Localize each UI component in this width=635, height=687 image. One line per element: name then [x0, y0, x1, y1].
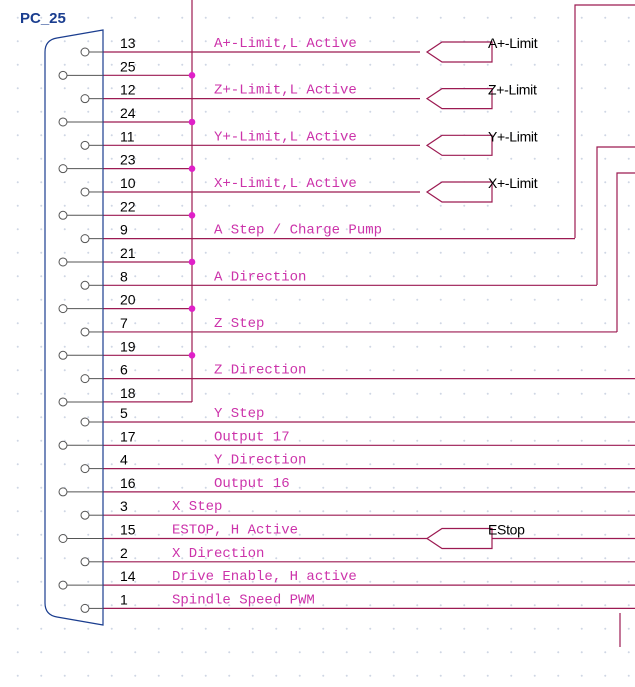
pin-circle [58, 350, 68, 360]
signal-name: Z Direction [214, 363, 306, 379]
pin-circle [80, 234, 90, 244]
pin-number: 5 [120, 405, 128, 421]
pin-circle [58, 580, 68, 590]
pin-number: 1 [120, 591, 128, 607]
signal-name: ESTOP, H Active [172, 523, 298, 539]
net-trunk-a-step [574, 4, 635, 238]
pin-circle [80, 280, 90, 290]
signal-name: X Step [172, 499, 222, 515]
pin-circle [80, 94, 90, 104]
signal-name: Spindle Speed PWM [172, 592, 315, 608]
pin-circle [80, 464, 90, 474]
signal-name: Z Step [214, 316, 264, 332]
offpage-connector [425, 181, 493, 203]
pin-number: 12 [120, 82, 136, 98]
signal-name: Y Direction [214, 453, 306, 469]
net-trunk-a-direction [596, 146, 635, 285]
pin-circle [80, 47, 90, 57]
signal-name: Drive Enable, H active [172, 569, 357, 585]
junction-dot [188, 258, 196, 266]
pin-circle [80, 187, 90, 197]
pin-circle [80, 327, 90, 337]
signal-name: Output 17 [214, 429, 290, 445]
offpage-connector [425, 88, 493, 110]
pin-number: 17 [120, 428, 136, 444]
pin-circle [58, 117, 68, 127]
pin-number: 16 [120, 475, 136, 491]
signal-name: Output 16 [214, 476, 290, 492]
pin-number: 19 [120, 338, 136, 354]
pin-circle [58, 210, 68, 220]
signal-name: Z+-Limit,L Active [214, 83, 357, 99]
offpage-connector [425, 41, 493, 63]
pin-number: 25 [120, 58, 136, 74]
signal-name: A Direction [214, 269, 306, 285]
pin-circle [80, 374, 90, 384]
pin-number: 22 [120, 198, 136, 214]
offpage-connector [425, 134, 493, 156]
pin-circle [58, 440, 68, 450]
pin-number: 3 [120, 498, 128, 514]
junction-dot [188, 212, 196, 219]
offpage-label: Z+-Limit [488, 82, 537, 98]
pin-number: 21 [120, 245, 136, 261]
offpage-connector [425, 527, 493, 550]
connector-body [44, 29, 493, 626]
signal-name: X Direction [172, 546, 264, 562]
offpage-label: A+-Limit [488, 35, 538, 51]
signal-name: A Step / Charge Pump [214, 223, 382, 239]
pin-number: 15 [120, 522, 136, 538]
pin-number: 2 [120, 545, 128, 561]
pin-circle [58, 257, 68, 267]
pin-number: 14 [120, 568, 136, 584]
pin-number: 7 [120, 315, 128, 331]
pin-number: 10 [120, 175, 136, 191]
offpage-label: X+-Limit [488, 175, 538, 191]
pin-circle [58, 70, 68, 80]
pin-circle [58, 397, 68, 407]
pin-circle [58, 534, 68, 543]
wires [103, 0, 635, 647]
pin-circle [80, 557, 90, 567]
pin-number: 4 [120, 452, 128, 468]
pin-number: 24 [120, 105, 136, 121]
junction-dot [188, 165, 196, 172]
pin-number: 9 [120, 222, 128, 238]
connector-ref-label: PC_25 [20, 10, 66, 27]
pin-circle [58, 164, 68, 174]
junction-dot [188, 305, 196, 312]
junction-dot [188, 351, 196, 359]
junction-dot [188, 118, 196, 126]
offpage-label: Y+-Limit [488, 128, 538, 144]
pin-number: 11 [120, 128, 135, 144]
pin-number: 23 [120, 152, 136, 168]
connector-shell [44, 29, 104, 626]
signal-name: Y+-Limit,L Active [214, 129, 357, 145]
signal-name: Y Step [214, 406, 264, 422]
pin-circle [80, 140, 90, 150]
pin-number: 13 [120, 35, 136, 51]
pin-circle [80, 603, 90, 613]
pin-circle [58, 487, 68, 497]
pin-circle [58, 304, 68, 314]
pin-number: 8 [120, 268, 128, 284]
offpage-label: EStop [488, 522, 525, 538]
pin-number: 6 [120, 362, 128, 378]
junction-dot [188, 72, 196, 79]
pin-circle [80, 510, 90, 520]
signal-name: X+-Limit,L Active [214, 176, 357, 192]
net-trunk-z-step [616, 172, 635, 332]
pin-number: 18 [120, 385, 136, 401]
pin-circle [80, 417, 90, 427]
pin-number: 20 [120, 292, 136, 308]
signal-name: A+-Limit,L Active [214, 36, 357, 52]
